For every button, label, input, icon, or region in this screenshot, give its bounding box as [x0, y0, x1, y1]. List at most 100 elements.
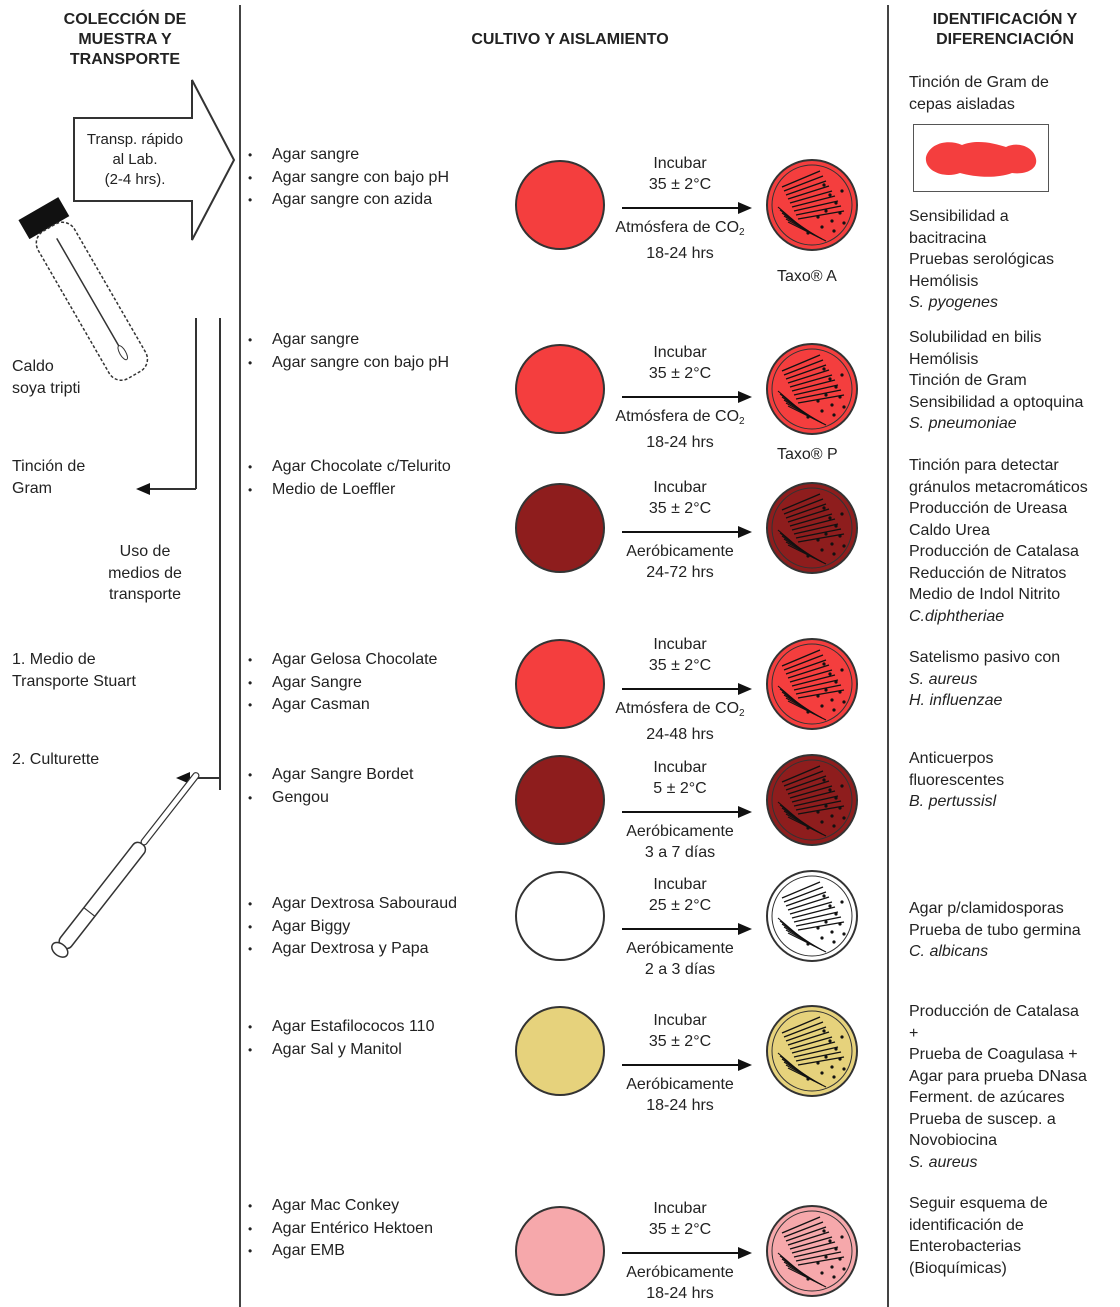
gram-stain-box	[913, 124, 1049, 192]
incubation-time: 18-24 hrs	[646, 1285, 714, 1302]
incubation-line: Incubar	[653, 759, 707, 776]
identification-test: Hemólisis	[909, 272, 979, 290]
organism-name: S. pyogenes	[909, 294, 998, 311]
subscript: 2	[739, 708, 745, 719]
incubation-time: 24-72 hrs	[646, 564, 714, 581]
identification-test: Agar p/clamidosporas	[909, 900, 1064, 917]
identification-test: Hemólisis	[909, 350, 979, 368]
identification-test: Sensibilidad a	[909, 208, 1009, 225]
media-list: Agar sangreAgar sangre con bajo pH	[248, 329, 449, 374]
atmosphere-line: Aeróbicamente	[595, 938, 765, 959]
incubation-line: 35 ± 2°C	[648, 176, 712, 193]
identification-tests: Satelismo pasivo con S. aureus H. influenz…	[909, 647, 1117, 712]
gram-smear-image	[925, 141, 1037, 177]
atmosphere-line: Aeróbicamente	[595, 821, 765, 842]
media-list: Agar Chocolate c/TeluritoMedio de Loeffl…	[248, 456, 451, 501]
identification-test: Anticuerpos	[909, 750, 994, 767]
atmosphere-line: Atmósfera de CO2	[595, 698, 765, 724]
identification-test: Pruebas serológicas	[909, 251, 1054, 268]
taxo-disc-label: Taxo® P	[777, 446, 838, 463]
atmosphere-text: Atmósfera de CO	[615, 700, 740, 717]
atmosphere-text: Aeróbicamente	[626, 940, 734, 957]
media-item: Agar Gelosa Chocolate	[248, 649, 437, 672]
culturette-label: 2. Culturette	[12, 751, 100, 768]
media-list: Agar Gelosa ChocolateAgar SangreAgar Cas…	[248, 649, 437, 717]
identification-test: Solubilidad en bilis	[909, 329, 1042, 346]
header-collection: COLECCIÓN DE MUESTRA Y TRANSPORTE	[63, 11, 187, 68]
atmosphere-text: Aeróbicamente	[626, 1076, 734, 1093]
identification-test: Producción de Catalasa	[909, 543, 1079, 560]
subscript: 2	[739, 416, 745, 427]
identification-test: Ferment. de azúcares	[909, 1089, 1065, 1106]
incubation-line: Incubar	[653, 876, 707, 893]
atmosphere-line: Atmósfera de CO2	[595, 406, 765, 432]
atmosphere-text: Aeróbicamente	[626, 823, 734, 840]
incubation-line: 25 ± 2°C	[648, 897, 712, 914]
organism-name: H. influenzae	[909, 692, 1003, 709]
organism-name: C. albicans	[909, 943, 989, 960]
identification-test: Producción de Ureasa	[909, 500, 1068, 517]
organism-name: B. pertussisl	[909, 793, 997, 810]
organism-name: S. pneumoniae	[909, 415, 1017, 432]
identification-test: bacitracina	[909, 229, 987, 247]
media-item: Medio de Loeffler	[248, 479, 451, 502]
gram-stain-label: Tinción de Gram	[12, 458, 86, 497]
incubation-line: 35 ± 2°C	[648, 657, 712, 674]
incubation-line: Incubar	[653, 344, 707, 361]
swab-icon	[51, 772, 200, 958]
incubation-time: 3 a 7 días	[644, 844, 716, 861]
media-item: Agar Dextrosa y Papa	[248, 938, 457, 961]
incubation-line: Incubar	[653, 479, 707, 496]
incubation-line: 35 ± 2°C	[648, 500, 712, 517]
media-list: Agar Sangre BordetGengou	[248, 764, 413, 809]
atmosphere-text: Atmósfera de CO	[615, 408, 740, 425]
identification-test: Medio de Indol Nitrito	[909, 586, 1061, 603]
organism-name: S. aureus	[909, 670, 978, 688]
rapid-transport-label: Transp. rápido al Lab. (2-4 hrs).	[86, 131, 184, 188]
identification-test: identificación de	[909, 1216, 1024, 1234]
incubation-conditions: Incubar 35 ± 2°C Aeróbicamente 24-72 hrs	[595, 477, 765, 583]
arrow-spacer	[595, 519, 765, 541]
incubation-time: 18-24 hrs	[646, 1097, 714, 1114]
identification-test: +	[909, 1024, 919, 1042]
header-culture: CULTIVO Y AISLAMIENTO	[471, 31, 669, 48]
incubation-line: 5 ± 2°C	[653, 780, 707, 797]
gram-stain-title: Tinción de Gram de cepas aisladas	[909, 74, 1049, 113]
identification-test: Enterobacterias	[909, 1238, 1022, 1255]
identification-test: Satelismo pasivo con	[909, 649, 1061, 666]
taxo-disc-label: Taxo® A	[777, 268, 837, 285]
media-list: Agar Estafilococos 110Agar Sal y Manitol	[248, 1016, 434, 1061]
media-item: Agar Entérico Hektoen	[248, 1218, 433, 1241]
identification-test: Producción de Catalasa	[909, 1003, 1079, 1020]
media-item: Agar sangre con azida	[248, 189, 449, 212]
media-item: Agar Sangre Bordet	[248, 764, 413, 787]
identification-test: gránulos metacromáticos	[909, 478, 1088, 496]
incubation-line: Incubar	[653, 155, 707, 172]
incubation-line: Incubar	[653, 1200, 707, 1217]
atmosphere-text: Aeróbicamente	[626, 543, 734, 560]
media-list: Agar Mac ConkeyAgar Entérico HektoenAgar…	[248, 1195, 433, 1263]
atmosphere-line: Aeróbicamente	[595, 1262, 765, 1283]
atmosphere-text: Aeróbicamente	[626, 1264, 734, 1281]
culture-tube-icon	[18, 197, 149, 381]
transport-media-label: Uso de medios de transporte	[108, 543, 182, 603]
identification-test: Agar para prueba DNasa	[909, 1067, 1087, 1085]
media-item: Agar EMB	[248, 1240, 433, 1263]
identification-test: Tinción de Gram	[909, 372, 1027, 389]
media-item: Agar Mac Conkey	[248, 1195, 433, 1218]
media-item: Agar sangre con bajo pH	[248, 167, 449, 190]
media-item: Agar sangre con bajo pH	[248, 352, 449, 375]
atmosphere-text: Atmósfera de CO	[615, 219, 740, 236]
arrow-to-culturette	[176, 772, 190, 784]
identification-test: (Bioquímicas)	[909, 1259, 1007, 1277]
organism-name: S. aureus	[909, 1153, 978, 1171]
